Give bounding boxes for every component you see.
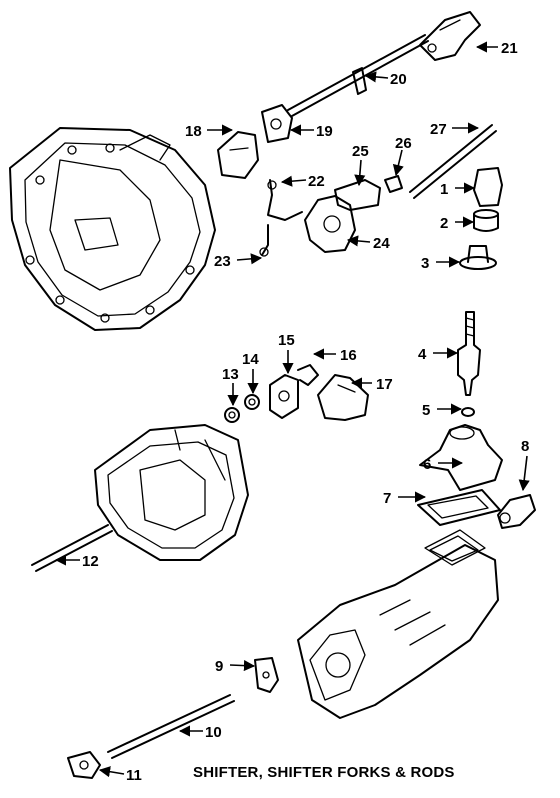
part-9-clip bbox=[254, 657, 279, 693]
part-6-shifter-housing bbox=[419, 424, 503, 491]
callout-3: 3 bbox=[421, 255, 429, 272]
callout-1: 1 bbox=[440, 181, 448, 198]
callout-26: 26 bbox=[395, 135, 412, 152]
callout-25: 25 bbox=[352, 143, 369, 160]
callout-23: 23 bbox=[214, 253, 231, 270]
part-7-gasket bbox=[417, 489, 501, 526]
part-11-end bbox=[67, 751, 101, 779]
shift-rod-upper bbox=[287, 34, 429, 117]
callout-2: 2 bbox=[440, 215, 448, 232]
part-14-washer bbox=[244, 394, 260, 410]
callout-20: 20 bbox=[390, 71, 407, 88]
part-25-gate bbox=[334, 179, 381, 211]
callout-12: 12 bbox=[82, 553, 99, 570]
bell-housing bbox=[9, 127, 216, 331]
extension-housing bbox=[297, 529, 499, 719]
callout-5: 5 bbox=[422, 402, 430, 419]
part-3-base bbox=[459, 245, 497, 270]
callout-13: 13 bbox=[222, 366, 239, 383]
callout-18: 18 bbox=[185, 123, 202, 140]
part-10-rod bbox=[107, 694, 235, 759]
callout-8: 8 bbox=[521, 438, 529, 455]
part-18-fork bbox=[217, 131, 259, 179]
part-24-housing bbox=[304, 195, 356, 253]
callout-14: 14 bbox=[242, 351, 259, 368]
callout-11: 11 bbox=[126, 767, 142, 784]
shift-rod-27 bbox=[409, 124, 497, 199]
callout-27: 27 bbox=[430, 121, 447, 138]
part-15-block bbox=[269, 374, 299, 419]
part-21-fork bbox=[419, 11, 481, 61]
callout-22: 22 bbox=[308, 173, 325, 190]
part-26-pin bbox=[384, 175, 403, 193]
callout-4: 4 bbox=[418, 346, 427, 363]
callout-9: 9 bbox=[215, 658, 223, 675]
callout-21: 21 bbox=[501, 40, 518, 57]
part-8-lever-end bbox=[497, 494, 536, 529]
part-4-shift-lever bbox=[457, 311, 481, 396]
transmission-case bbox=[94, 424, 249, 561]
callout-24: 24 bbox=[373, 235, 390, 252]
part-13-bushing bbox=[224, 407, 240, 423]
callout-10: 10 bbox=[205, 724, 222, 741]
callout-17: 17 bbox=[376, 376, 393, 393]
callout-16: 16 bbox=[340, 347, 357, 364]
callout-7: 7 bbox=[383, 490, 391, 507]
part-5-bushing bbox=[461, 407, 475, 417]
callout-19: 19 bbox=[316, 123, 333, 140]
part-20-clip bbox=[352, 67, 367, 95]
callout-labels: 1 2 3 4 5 6 7 8 9 10 11 12 13 14 15 16 1… bbox=[82, 40, 529, 784]
part-2-boot bbox=[473, 209, 499, 232]
part-17-fork bbox=[317, 374, 369, 421]
part-22-23-link bbox=[259, 179, 303, 257]
callout-6: 6 bbox=[423, 456, 431, 473]
part-19-bracket bbox=[261, 104, 293, 143]
leader-lines bbox=[54, 41, 530, 778]
part-12-rod bbox=[31, 524, 113, 572]
diagram-title: SHIFTER, SHIFTER FORKS & RODS bbox=[193, 764, 455, 781]
part-16-spring bbox=[297, 364, 319, 386]
callout-15: 15 bbox=[278, 332, 295, 349]
part-1-knob bbox=[473, 167, 503, 207]
